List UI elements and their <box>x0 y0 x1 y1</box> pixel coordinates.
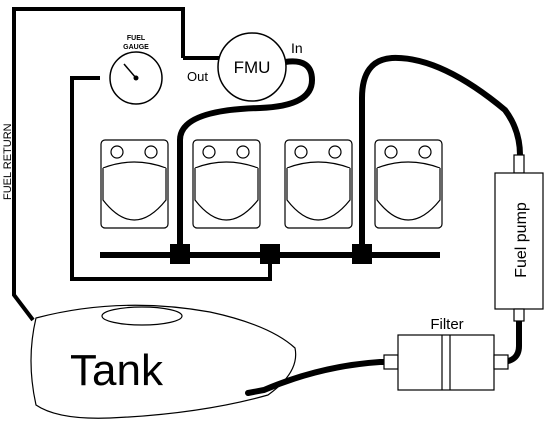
filter-label: Filter <box>430 316 463 333</box>
fmu-in-label: In <box>291 40 303 56</box>
fmu-icon <box>217 32 287 102</box>
tank-icon <box>30 304 297 419</box>
tank-label: Tank <box>70 346 164 395</box>
injector-icon <box>374 139 443 229</box>
injector-icon <box>192 139 261 229</box>
fuel-pump-label: Fuel pump <box>513 202 530 278</box>
fmu-out-label: Out <box>187 69 208 84</box>
regulator-line <box>70 76 272 281</box>
filter-icon <box>383 334 509 391</box>
fuel-pump-icon <box>494 154 544 322</box>
fuel-gauge-label-2: GAUGE <box>123 44 149 51</box>
fmu-label: FMU <box>234 58 271 77</box>
injector-icon <box>100 139 169 229</box>
fuel-gauge-icon <box>109 51 163 105</box>
fuel-return-label: FUEL RETURN <box>2 123 14 200</box>
fuel-gauge-label-1: FUEL <box>127 35 146 42</box>
injector-icon <box>284 139 353 229</box>
fuel-return-line <box>12 7 220 322</box>
injector-row <box>100 139 443 229</box>
rail-connectors <box>170 244 372 264</box>
